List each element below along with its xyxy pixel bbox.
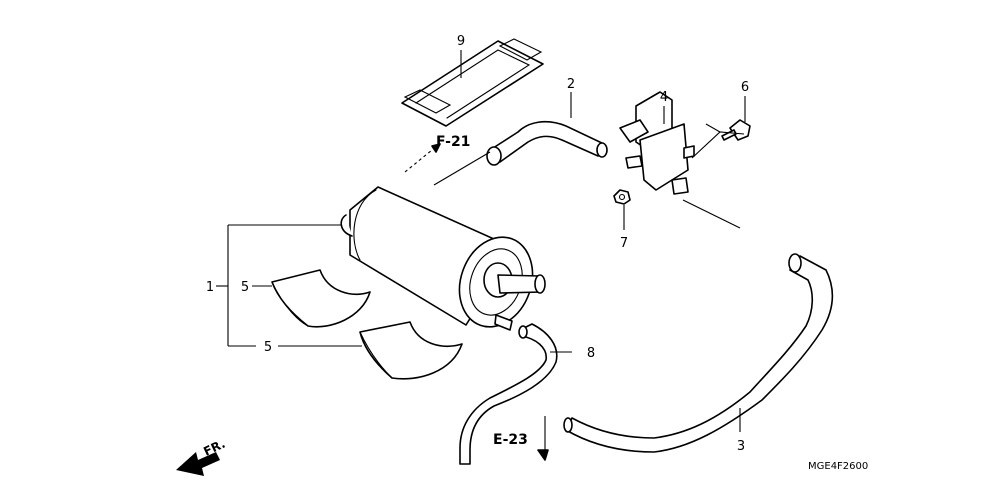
- callout-5-upper: 5: [241, 280, 249, 295]
- leader-lines: [216, 50, 746, 432]
- hose-canister-to-solenoid[interactable]: [486, 120, 608, 166]
- callout-5-lower: 5: [264, 340, 272, 355]
- ref-label-f21: F-21: [436, 134, 470, 150]
- callout-8: 8: [587, 346, 595, 361]
- purge-solenoid-valve[interactable]: [619, 91, 695, 195]
- front-arrow-icon: [176, 452, 220, 476]
- evap-canister[interactable]: [340, 186, 546, 337]
- callout-6: 6: [741, 80, 749, 95]
- callout-7: 7: [620, 236, 628, 251]
- drain-hose[interactable]: [459, 323, 558, 465]
- callout-4: 4: [660, 90, 668, 105]
- canister-cushion-upper[interactable]: [271, 269, 371, 328]
- nut[interactable]: [613, 189, 631, 205]
- callout-2: 2: [567, 77, 575, 92]
- purge-hose[interactable]: [563, 253, 834, 453]
- diagram-code: MGE4F2600: [808, 461, 868, 472]
- callout-9: 9: [457, 34, 465, 49]
- solenoid-mount-bolt[interactable]: [721, 119, 751, 141]
- callout-1: 1: [206, 280, 214, 295]
- canister-cushion-lower[interactable]: [359, 321, 463, 380]
- ref-label-e23: E-23: [493, 432, 528, 448]
- callout-3: 3: [737, 439, 745, 454]
- canister-strap[interactable]: [401, 38, 544, 127]
- ref-arrow-f21: [404, 143, 441, 173]
- ref-arrow-e23: [537, 416, 549, 461]
